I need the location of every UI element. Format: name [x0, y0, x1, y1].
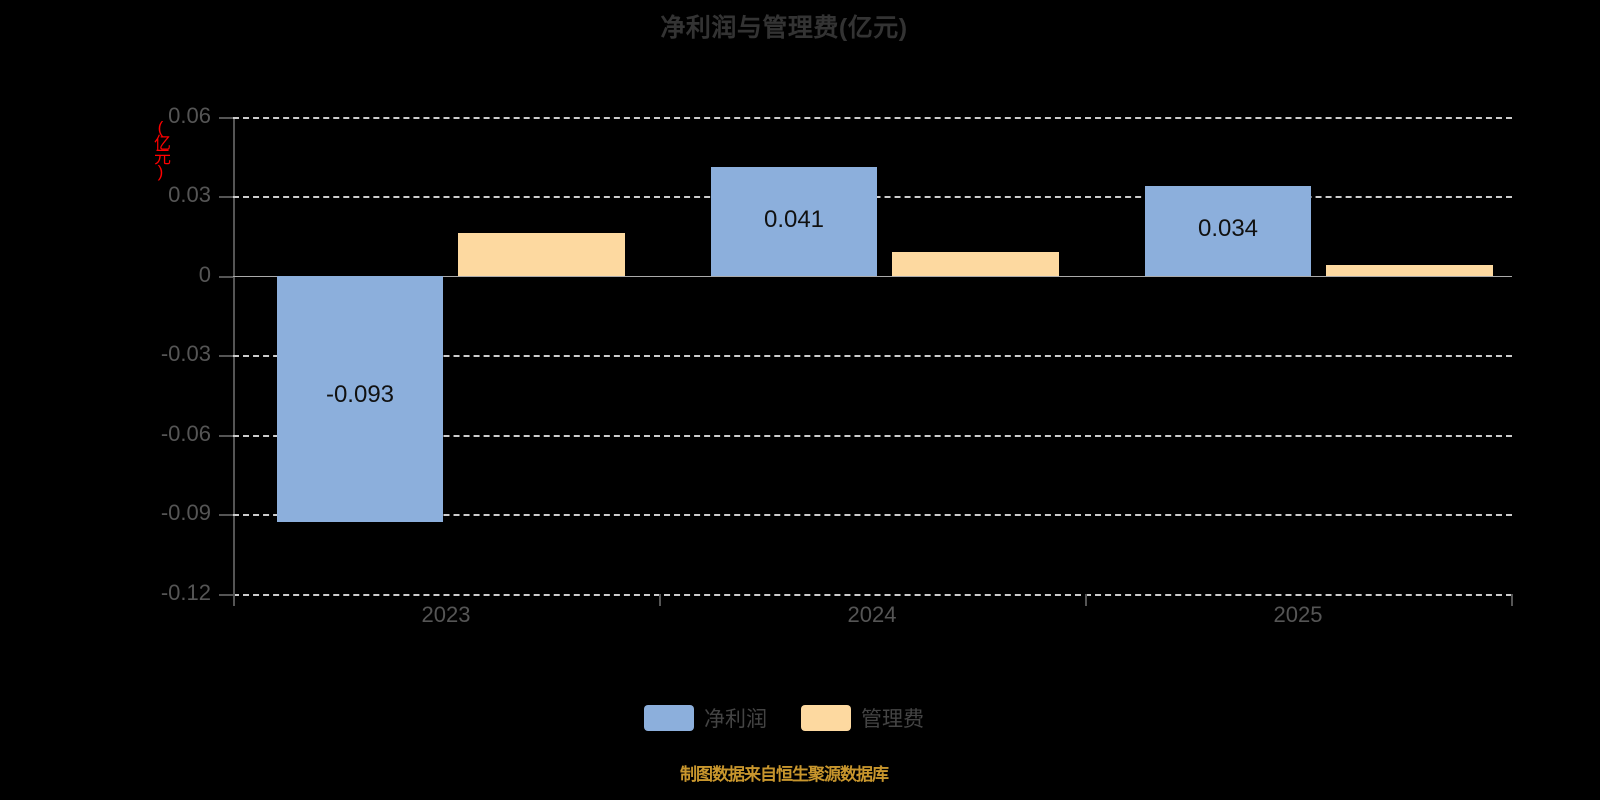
legend-label-admin-expense: 管理费 — [861, 708, 924, 731]
bar-admin-expense-2025[interactable] — [1326, 265, 1493, 276]
gridline--0.03 — [233, 355, 1512, 357]
bar-admin-expense-2023[interactable] — [458, 233, 625, 276]
y-tick-mark-0 — [219, 117, 233, 119]
y-tick-label-6: -0.12 — [160, 580, 211, 605]
chart-title: 净利润与管理费(亿元) — [660, 14, 908, 42]
y-tick-label-4: -0.06 — [160, 421, 211, 446]
y-axis-unit-label: (亿元) — [151, 118, 170, 178]
bar-net-profit-2024[interactable] — [711, 167, 877, 276]
legend-item-admin-expense[interactable]: 管理费 — [801, 703, 924, 733]
bar-net-profit-2023[interactable] — [277, 276, 443, 522]
y-tick-mark-1 — [219, 196, 233, 198]
y-tick-mark-5 — [219, 514, 233, 516]
y-tick-mark-2 — [219, 276, 233, 278]
y-tick-mark-4 — [219, 435, 233, 437]
gridline--0.09 — [233, 514, 1512, 516]
footer-source-note: 制图数据来自恒生聚源数据库 — [680, 765, 889, 784]
y-tick-label-0: 0.06 — [168, 103, 211, 128]
bar-net-profit-2025[interactable] — [1145, 186, 1311, 276]
legend-swatch-net-profit — [644, 705, 694, 731]
legend-item-net-profit[interactable]: 净利润 — [644, 703, 767, 733]
y-tick-mark-6 — [219, 594, 233, 596]
gridline-zero — [233, 276, 1512, 277]
legend-label-net-profit: 净利润 — [704, 708, 767, 731]
gridline--0.06 — [233, 435, 1512, 437]
bar-admin-expense-2024[interactable] — [892, 252, 1059, 276]
x-tick-mark-1 — [1085, 594, 1087, 606]
x-tick-label-2024: 2024 — [847, 602, 897, 627]
bar-label-net-profit-2023: -0.093 — [325, 381, 395, 408]
y-tick-label-5: -0.09 — [160, 500, 211, 525]
y-tick-label-2: 0 — [198, 262, 211, 287]
y-tick-label-3: -0.03 — [160, 341, 211, 366]
y-tick-mark-3 — [219, 355, 233, 357]
chart-legend: 净利润 管理费 — [0, 703, 1568, 733]
x-tick-mark-start — [233, 594, 235, 606]
x-tick-mark-2 — [1511, 594, 1513, 606]
x-tick-label-2025: 2025 — [1273, 602, 1323, 627]
bar-label-net-profit-2025: 0.034 — [1197, 215, 1259, 242]
bar-label-net-profit-2024: 0.041 — [763, 206, 825, 233]
gridline-0.06 — [233, 117, 1512, 119]
x-tick-label-2023: 2023 — [421, 602, 471, 627]
x-tick-mark-0 — [659, 594, 661, 606]
gridline--0.12 — [233, 594, 1512, 596]
legend-swatch-admin-expense — [801, 705, 851, 731]
y-tick-label-1: 0.03 — [168, 182, 211, 207]
